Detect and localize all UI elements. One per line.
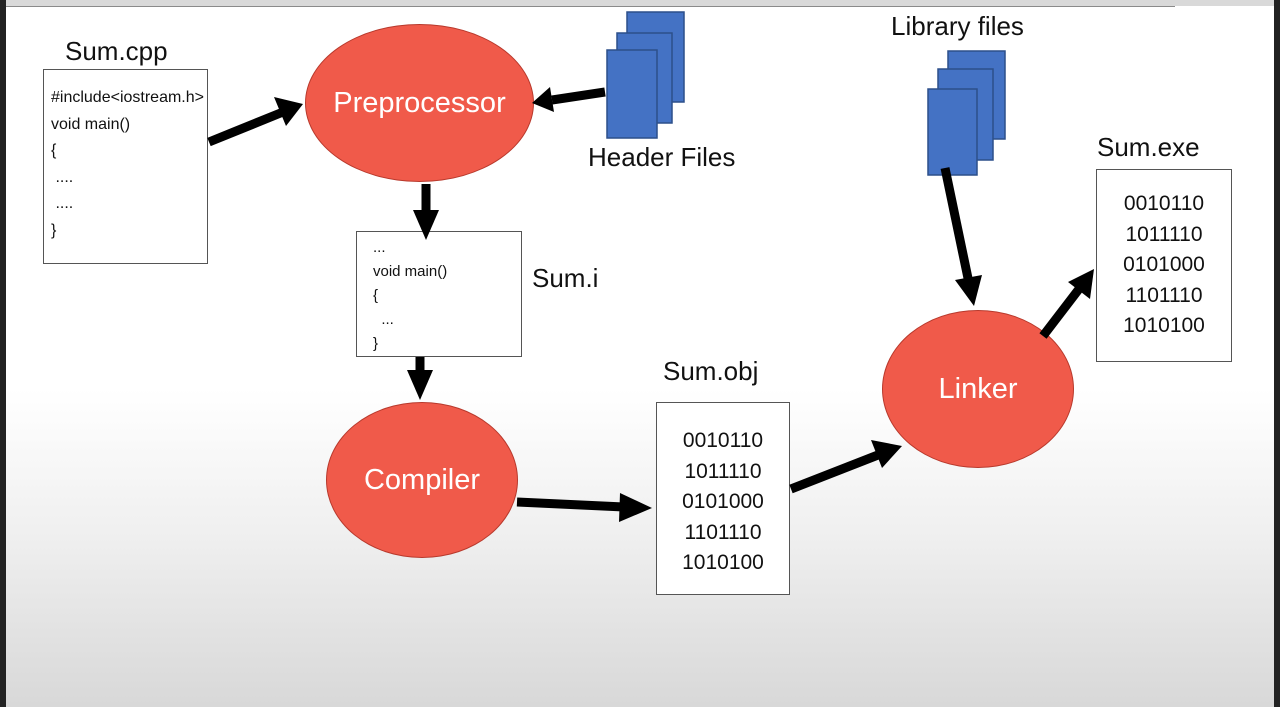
source-file-title: Sum.cpp <box>65 36 168 66</box>
code-line: void main() <box>373 263 448 280</box>
binary-line: 0101000 <box>1123 253 1205 276</box>
arrow-source-to-preprocessor <box>207 97 303 147</box>
arrow-intermediate-to-compiler <box>407 357 433 400</box>
binary-line: 1010100 <box>682 551 764 574</box>
code-line: ... <box>373 239 386 256</box>
left-border <box>0 0 6 707</box>
linker-label: Linker <box>938 372 1018 405</box>
arrow-preprocessor-to-intermediate <box>413 184 439 240</box>
arrow-object-to-linker <box>789 440 902 494</box>
code-line: #include<iostream.h> <box>51 89 204 106</box>
code-line: void main() <box>51 115 131 133</box>
code-line: ... <box>373 311 394 328</box>
executable-file-box: 0010110 1011110 0101000 1101110 1010100 <box>1096 169 1232 362</box>
code-line: } <box>51 221 57 239</box>
library-files-label: Library files <box>891 11 1024 41</box>
code-line: { <box>373 287 379 304</box>
binary-line: 0010110 <box>682 429 764 452</box>
top-divider <box>0 6 1175 7</box>
executable-file-title: Sum.exe <box>1097 132 1200 162</box>
source-file-box: #include<iostream.h> void main() { .... … <box>43 69 208 264</box>
top-bar <box>0 0 1280 6</box>
right-border <box>1274 0 1280 707</box>
library-files-stack-icon <box>927 50 1006 176</box>
arrow-linker-to-executable <box>1039 269 1094 339</box>
code-line: .... <box>51 168 74 186</box>
binary-line: 1101110 <box>1125 283 1203 307</box>
binary-line: 0101000 <box>682 490 764 513</box>
code-line: { <box>51 142 57 159</box>
binary-line: 0010110 <box>1123 192 1205 215</box>
preprocessor-node: Preprocessor <box>305 24 534 182</box>
object-file-box: 0010110 1011110 0101000 1101110 1010100 <box>656 402 790 595</box>
linker-node: Linker <box>882 310 1074 468</box>
arrow-compiler-to-object <box>516 493 652 522</box>
binary-line: 1011110 <box>1125 222 1203 246</box>
code-line: .... <box>51 195 74 212</box>
compiler-label: Compiler <box>363 463 481 496</box>
binary-line: 1010100 <box>1123 314 1205 337</box>
arrow-headers-to-preprocessor <box>532 87 606 112</box>
intermediate-file-box: ... void main() { ... } <box>356 231 522 357</box>
header-files-label: Header Files <box>588 142 736 172</box>
header-files-stack-icon <box>606 11 685 139</box>
binary-line: 1101110 <box>684 520 762 544</box>
compiler-node: Compiler <box>326 402 518 558</box>
arrow-library-to-linker <box>940 167 982 306</box>
intermediate-file-title: Sum.i <box>532 263 599 293</box>
code-line: } <box>373 335 379 352</box>
preprocessor-label: Preprocessor <box>333 86 506 119</box>
binary-line: 1011110 <box>684 459 762 483</box>
object-file-title: Sum.obj <box>663 356 759 386</box>
